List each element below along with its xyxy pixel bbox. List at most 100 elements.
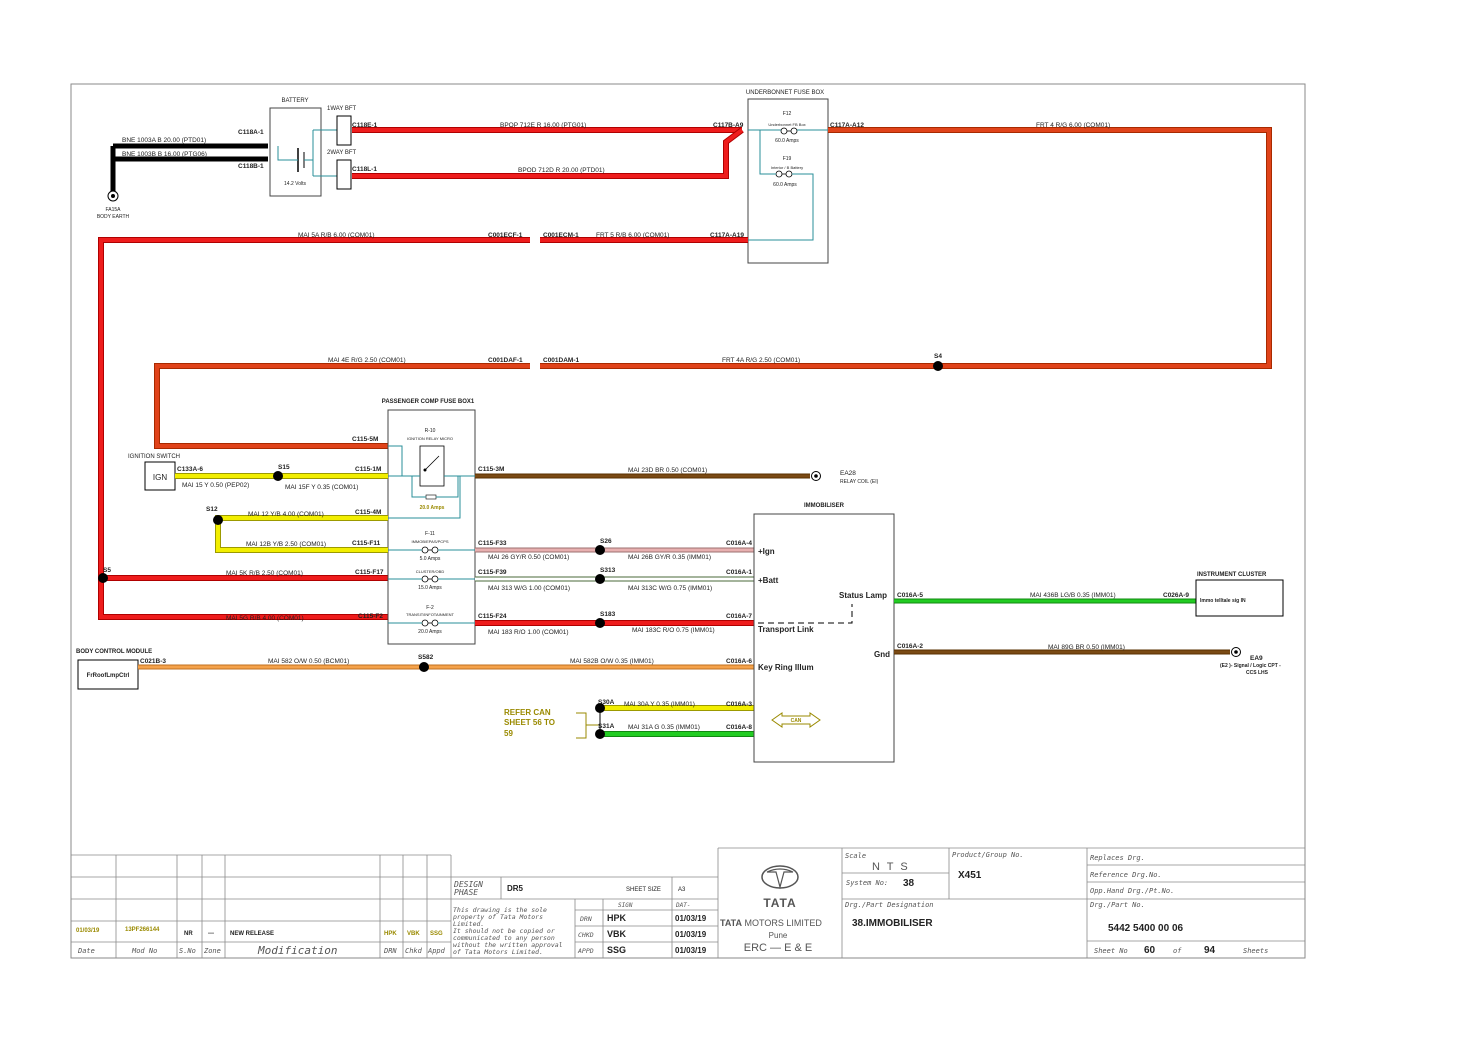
mai183-wire: C115-F24 S183 MAI 183 R/O 1.00 (COM01) M… bbox=[475, 611, 754, 636]
conn-c115-f24: C115-F24 bbox=[478, 613, 507, 620]
wire-bpop: BPOP 712E R 16.00 (PTG01) bbox=[500, 122, 586, 129]
notice-1: This drawing is the sole bbox=[453, 906, 547, 914]
wire-mai5a: MAI 5A R/B 6.00 (COM01) bbox=[298, 232, 375, 239]
r10-label: R-10 bbox=[425, 428, 436, 434]
battery: BATTERY 14.2 Volts bbox=[269, 98, 338, 197]
battery-label: BATTERY bbox=[281, 98, 308, 104]
wire-mai12b: MAI 12B Y/B 2.50 (COM01) bbox=[246, 541, 326, 548]
system-label: System No: bbox=[846, 879, 888, 887]
notice-3: Limited. bbox=[453, 920, 484, 928]
design-phase-block: DESIGN PHASE DR5 SHEET SIZE A3 SIGN DAT-… bbox=[451, 847, 1305, 958]
splice-s30a bbox=[595, 703, 605, 713]
bne-wires: BNE 1003A B 20.00 (PTD01) BNE 1003B B 16… bbox=[113, 129, 268, 170]
pcfb-label: PASSENGER COMP FUSE BOX1 bbox=[382, 399, 475, 405]
part-no-value: 5442 5400 00 06 bbox=[1108, 923, 1184, 934]
notice-6: without the written approval bbox=[453, 941, 563, 949]
refer-can-2: SHEET 56 TO bbox=[504, 718, 555, 727]
of-label: of bbox=[1173, 947, 1182, 955]
r10-amps: 20.0 Amps bbox=[420, 505, 445, 511]
mai26-wire: C115-F33 S26 MAI 26 GY/R 0.50 (COM01) MA… bbox=[475, 538, 754, 561]
date-drn: 01/03/19 bbox=[675, 914, 707, 923]
conn-s26: S26 bbox=[600, 538, 612, 545]
scale-value: N T S bbox=[872, 861, 910, 873]
mai89g-wire: C016A-2 MAI 89G BR 0.50 (IMM01) EA9 (E2 … bbox=[894, 643, 1281, 676]
conn-s5: S5 bbox=[103, 567, 111, 574]
imm-transport-link: Transport Link bbox=[758, 625, 814, 634]
mai313-wire: C115-F39 S313 MAI 313 W/G 1.00 (COM01) M… bbox=[475, 567, 754, 592]
ign-label: IGN bbox=[153, 473, 167, 482]
wire-bpod: BPOD 712D R 20.00 (PTD01) bbox=[518, 167, 605, 174]
system-no: 38 bbox=[903, 878, 915, 889]
f2-amps: 20.0 Amps bbox=[418, 629, 442, 635]
hdr-sno: S.No bbox=[179, 947, 196, 955]
conn-c016a2: C016A-2 bbox=[897, 643, 923, 650]
ea28-desc: RELAY COIL (EI) bbox=[840, 479, 879, 485]
f11-label: F-11 bbox=[425, 531, 435, 537]
conn-c115-f33: C115-F33 bbox=[478, 540, 507, 547]
wire-mai313c: MAI 313C W/G 0.75 (IMM01) bbox=[628, 585, 712, 592]
f11-amps: 5.0 Amps bbox=[420, 556, 441, 562]
sheet-size-label: SHEET SIZE bbox=[626, 887, 661, 893]
can-arrow: CAN bbox=[771, 712, 821, 728]
conn-c117a12: C117A-A12 bbox=[830, 122, 864, 129]
splice-s15 bbox=[273, 471, 283, 481]
ea9-label: EA9 bbox=[1250, 655, 1263, 662]
replaces-label: Replaces Drg. bbox=[1090, 854, 1145, 862]
hdr-drn: DRN bbox=[383, 947, 397, 955]
can-label: CAN bbox=[791, 718, 802, 724]
conn-s30a: S30A bbox=[598, 699, 615, 706]
conn-c115-1m: C115-1M bbox=[355, 466, 381, 473]
can-reference: REFER CAN SHEET 56 TO 59 S30A S31A MAI 3… bbox=[504, 699, 754, 739]
wire-frt4a: FRT 4A R/G 2.50 (COM01) bbox=[722, 357, 800, 364]
conn-c115-f39: C115-F39 bbox=[478, 569, 507, 576]
imm-batt: +Batt bbox=[758, 576, 779, 585]
wire-mai582b: MAI 582B O/W 0.35 (IMM01) bbox=[570, 658, 654, 665]
conn-c118l1: C118L-1 bbox=[352, 166, 377, 173]
mai582-wire: S582 MAI 582 O/W 0.50 (BCM01) MAI 582B O… bbox=[138, 654, 754, 672]
battery-volts: 14.2 Volts bbox=[284, 181, 306, 187]
wire-mai582: MAI 582 O/W 0.50 (BCM01) bbox=[268, 658, 349, 665]
instrument-cluster: INSTRUMENT CLUSTER Immo telltale sig IN bbox=[1195, 572, 1284, 617]
hdr-chkd: Chkd bbox=[405, 947, 423, 955]
body-earth-symbol: FA15A BODY EARTH bbox=[97, 146, 130, 220]
refer-can-1: REFER CAN bbox=[504, 708, 551, 717]
ea9-desc2: CCS LHS bbox=[1246, 670, 1269, 676]
f2-label: F-2 bbox=[426, 605, 434, 611]
design-label: DESIGN bbox=[453, 880, 483, 889]
wire-bne-1003b: BNE 1003B B 16.00 (PTG06) bbox=[122, 151, 207, 158]
imm-ign: +Ign bbox=[758, 547, 775, 556]
row-chkd: CHKD bbox=[578, 931, 594, 939]
conn-c117b: C117B-A9 bbox=[713, 122, 744, 129]
conn-c016a5: C016A-5 bbox=[897, 592, 923, 599]
designation-value: 38.IMMOBILISER bbox=[852, 918, 933, 929]
f2-desc: TRANSIT/INFOTAINMENT bbox=[406, 612, 454, 617]
wire-mai12: MAI 12 Y/B 4.00 (COM01) bbox=[248, 511, 324, 518]
bcm-inner: FrRoofLmpCtrl bbox=[87, 673, 130, 679]
underbonnet-fuse-box: UNDERBONNET FUSE BOX F12 Underbonnet FB … bbox=[710, 90, 864, 264]
conn-c115-5m: C115-5M bbox=[352, 436, 378, 443]
opp-hand-label: Opp.Hand Drg./Pt.No. bbox=[1090, 887, 1174, 895]
immobiliser-label: IMMOBILISER bbox=[804, 503, 845, 509]
company-name-rest: MOTORS LIMITED bbox=[742, 918, 822, 928]
notice-5: communicated to any person bbox=[453, 934, 555, 942]
passenger-fuse-box: PASSENGER COMP FUSE BOX1 R-10 IGNITION R… bbox=[382, 399, 476, 645]
company-dept: ERC — E & E bbox=[744, 942, 812, 954]
wire-mai30a: MAI 30A Y 0.35 (IMM01) bbox=[624, 701, 695, 708]
rev-drn: HPK bbox=[384, 931, 397, 937]
hdr-date: Date bbox=[77, 947, 95, 955]
conn-c115-f11: C115-F11 bbox=[352, 540, 381, 547]
conn-c115-f2: C115-F2 bbox=[358, 613, 383, 620]
wire-mai15: MAI 15 Y 0.50 (PEP02) bbox=[182, 482, 249, 489]
splice-s313 bbox=[595, 574, 605, 584]
row-drn: DRN bbox=[579, 915, 592, 923]
notice-2: property of Tata Motors bbox=[453, 913, 543, 921]
mai23d-wire: C115-3M MAI 23D BR 0.50 (COM01) EA28 REL… bbox=[475, 466, 879, 485]
conn-c133: C133A-6 bbox=[177, 466, 203, 473]
sign-label: SIGN bbox=[618, 902, 633, 909]
conn-s4: S4 bbox=[934, 353, 942, 360]
rev-chkd: VBK bbox=[407, 931, 420, 937]
splice-s183 bbox=[595, 618, 605, 628]
date-appd: 01/03/19 bbox=[675, 946, 707, 955]
conn-s183: S183 bbox=[600, 611, 616, 618]
imm-keyring: Key Ring Illum bbox=[758, 663, 814, 672]
